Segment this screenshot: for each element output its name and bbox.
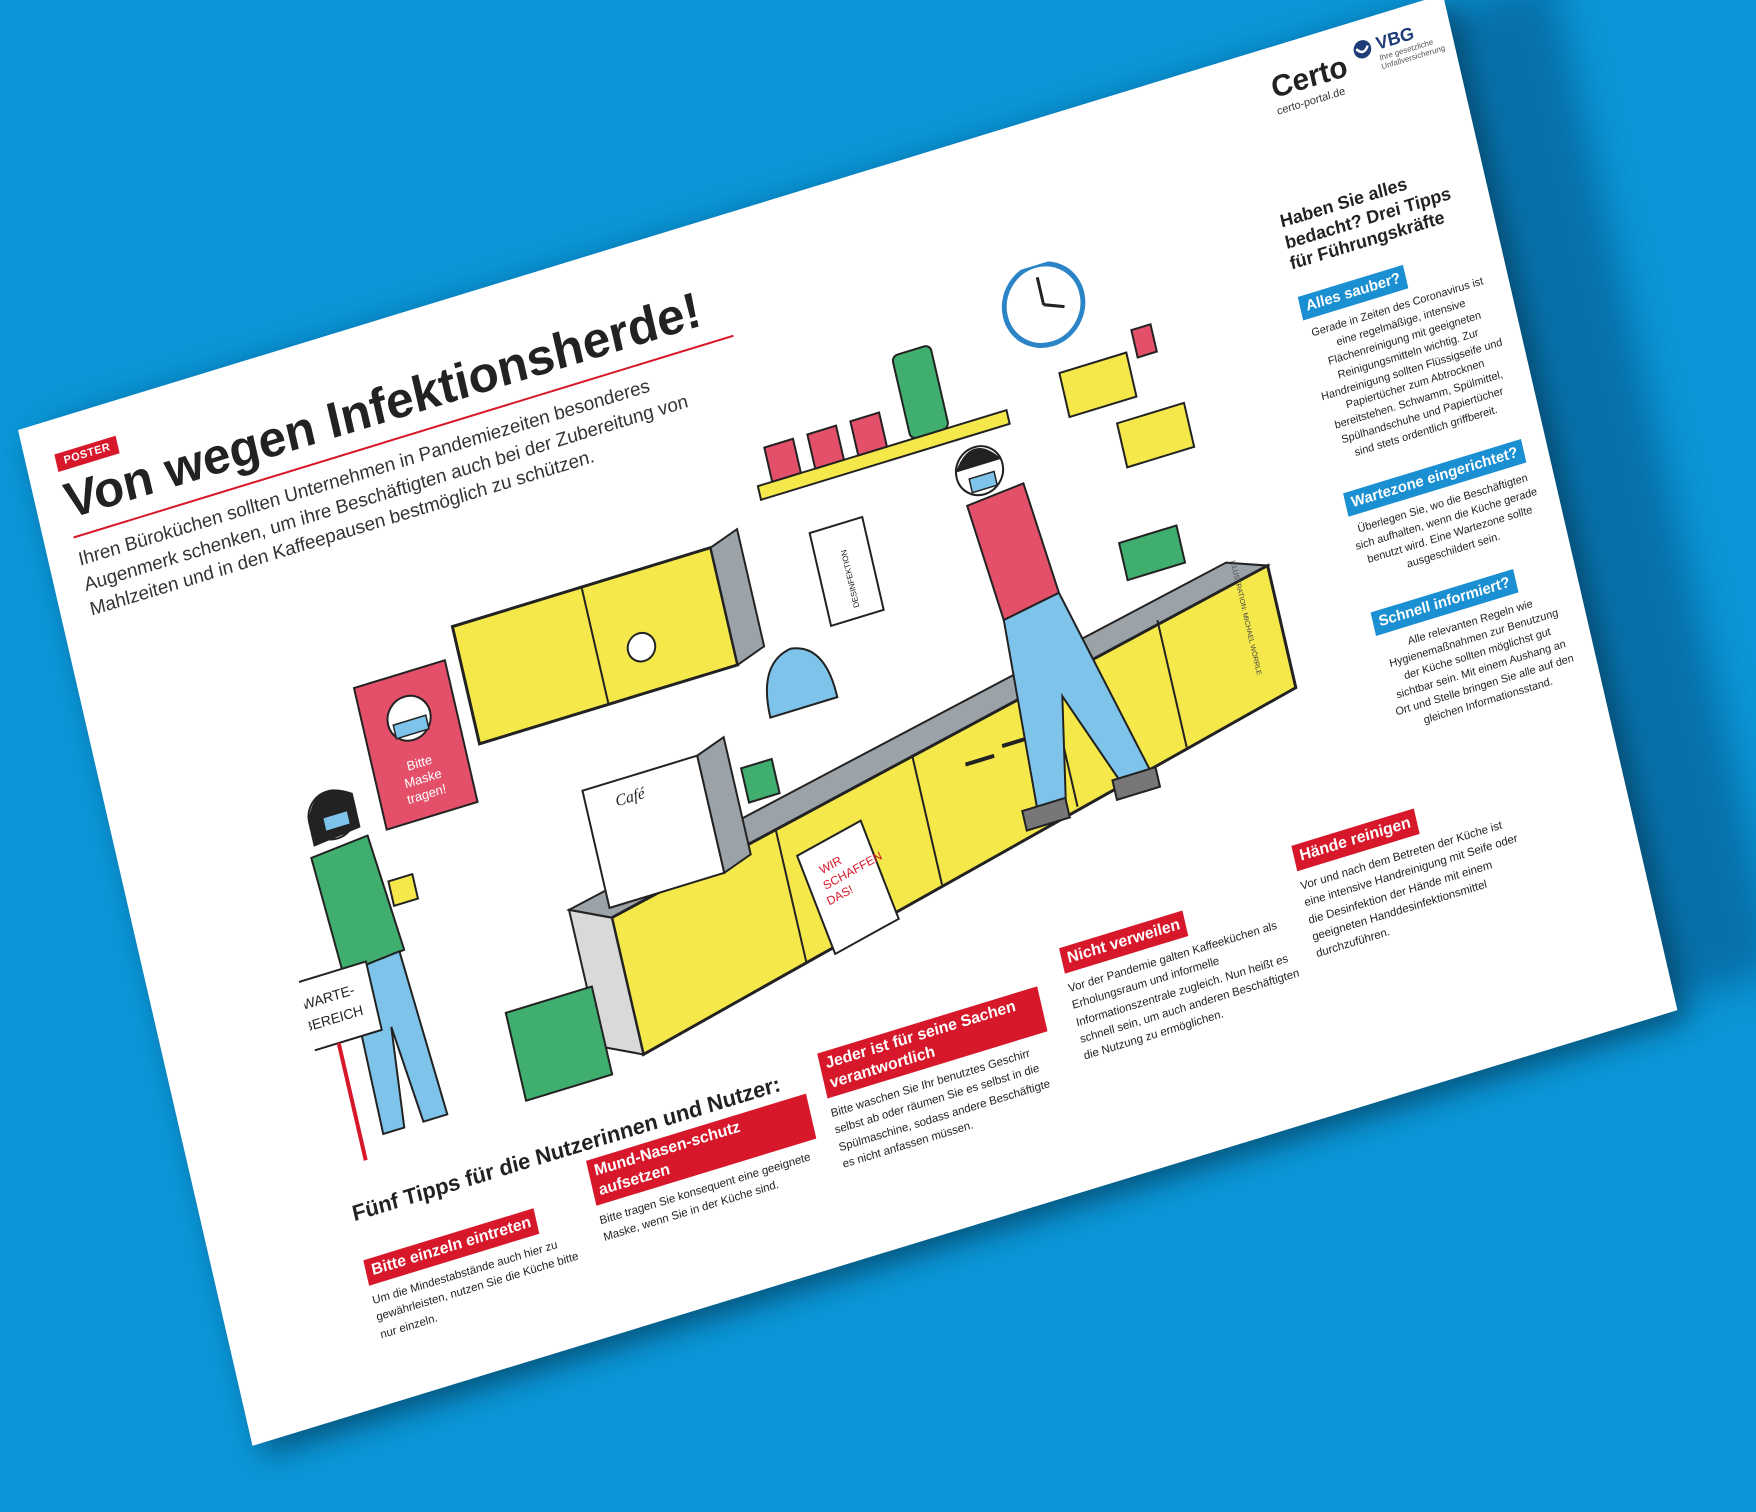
- lunch-box: [1117, 524, 1187, 582]
- vbg-logo: VBG Ihre gesetzliche Unfallversicherung: [1349, 15, 1446, 80]
- magnet: [1130, 323, 1158, 359]
- sidebar-block: Wartezone eingerichtet? Überlegen Sie, w…: [1343, 438, 1546, 587]
- certo-logo: Certo certo-portal.de: [1268, 50, 1353, 118]
- green-mug: [739, 757, 781, 804]
- kitchen-illustration: Bitte Maske tragen! DESINFEKTION Café: [278, 261, 1298, 1161]
- kettle: [765, 647, 839, 719]
- postcard: [1115, 401, 1196, 469]
- vbg-mark-icon: [1353, 40, 1371, 59]
- coffee-machine: Café: [581, 735, 752, 910]
- mask-sign-line1: Bitte: [405, 752, 433, 774]
- man-washing-hands: [954, 445, 1162, 832]
- bottle-crate: [504, 985, 614, 1103]
- poster-sheet: POSTER Von wegen Infektionsherde! Ihren …: [18, 0, 1678, 1446]
- wall-shelf: [756, 345, 1011, 502]
- sidebar-block: Alles sauber? Gerade in Zeiten des Coron…: [1297, 241, 1519, 468]
- postcard: [1058, 351, 1138, 419]
- motivation-note: WIR SCHAFFEN DAS!: [795, 819, 900, 956]
- woman-waiting: [307, 789, 449, 1136]
- upper-cabinet: [450, 527, 766, 746]
- mask-sign: Bitte Maske tragen!: [352, 658, 479, 831]
- user-tip: Bitte einzeln eintreten Um die Mindestab…: [363, 1193, 602, 1344]
- wall-clock-icon: [1001, 261, 1086, 349]
- disinfection-dispenser: DESINFEKTION: [808, 515, 885, 628]
- sidebar-block: Schnell informiert? Alle relevanten Rege…: [1370, 557, 1581, 737]
